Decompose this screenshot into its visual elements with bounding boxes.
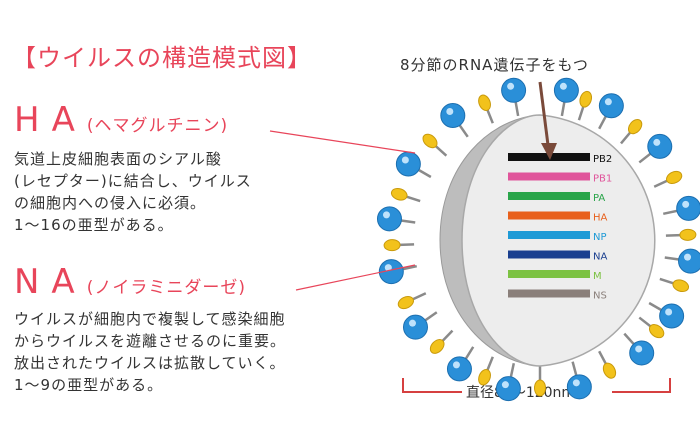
rna-segment-bar [508, 250, 590, 259]
rna-segment-label: NP [593, 232, 607, 243]
ha-spike-head [566, 374, 592, 400]
ha-spike-head [446, 356, 472, 382]
na-desc-line: 1～9の亜型がある。 [14, 376, 164, 394]
na-desc-line: からウイルスを遊離させるのに重要。 [14, 332, 287, 350]
na-spike-head [429, 339, 445, 354]
ha-desc-line: の細胞内への侵入に必須。 [14, 194, 207, 212]
rna-segment-bar [508, 289, 590, 298]
rna-segment-bar [508, 172, 590, 181]
ha-spike-highlight [559, 82, 567, 90]
na-desc-line: 放出されたウイルスは拡散していく。 [14, 354, 286, 372]
rna-segment-bar [508, 211, 590, 220]
na-heading: NA(ノイラミニダーゼ) [14, 262, 246, 302]
na-spike-head [602, 362, 617, 379]
virus-core [461, 114, 656, 367]
rna-segment-label: NA [593, 252, 607, 263]
ha-spike-highlight [682, 200, 690, 208]
na-spike-head [383, 239, 401, 252]
rna-segment-bar [508, 270, 590, 278]
ha-spike-highlight [501, 381, 509, 389]
ha-spike-highlight [401, 156, 409, 164]
ha-spike-highlight [382, 211, 390, 219]
rna-segment-label: PB1 [593, 174, 612, 185]
rna-pointer-line [538, 81, 550, 146]
ha-spike-head [678, 248, 700, 274]
na-spike-head [534, 379, 546, 397]
na-spike-head [397, 296, 414, 310]
na-spike-head [579, 90, 593, 108]
ha-spike-highlight [452, 361, 460, 369]
ha-spike-head [553, 77, 579, 103]
rna-segment-bar [508, 231, 590, 239]
na-spike-head [478, 369, 491, 386]
ha-heading: HA(ヘマグルチニン) [14, 100, 228, 140]
na-spike-head [648, 324, 665, 339]
ha-spike-head [501, 77, 527, 103]
ha-spike-head [647, 133, 673, 159]
ha-spike-head [395, 151, 421, 177]
rna-segment-label: PA [593, 193, 605, 204]
rna-segment-label: PB2 [593, 154, 612, 165]
na-spike-head [390, 187, 408, 201]
na-name: NA [14, 262, 87, 302]
ha-spike-head [440, 102, 466, 128]
na-description: ウイルスが細胞内で複製して感染細胞 からウイルスを遊離させるのに重要。 放出され… [14, 308, 286, 396]
na-spike-head [422, 133, 438, 149]
ha-spike-head [378, 259, 404, 285]
ha-description: 気道上皮細胞表面のシアル酸 (レセプター)に結合し、ウイルス の細胞内への侵入に… [14, 148, 252, 236]
ha-spike-highlight [635, 345, 643, 353]
ha-spike-highlight [384, 264, 392, 272]
na-pointer-line [295, 264, 416, 291]
page-title: 【ウイルスの構造模式図】 [12, 44, 312, 72]
rna-pointer-arrowhead [541, 143, 557, 160]
surface-spikes [376, 77, 700, 402]
na-desc-line: ウイルスが細胞内で複製して感染細胞 [14, 310, 286, 328]
ha-spike-head [376, 206, 402, 232]
diameter-bracket-right [612, 378, 671, 393]
na-spike-head [666, 170, 683, 184]
ha-spike-highlight [408, 319, 416, 327]
rna-caption: 8分節のRNA遺伝子をもつ [400, 56, 589, 74]
ha-spike-highlight [665, 308, 673, 316]
ha-spike-highlight [684, 253, 692, 261]
ha-reading: (ヘマグルチニン) [86, 116, 229, 136]
ha-spike-head [659, 303, 685, 329]
ha-name: HA [14, 100, 87, 140]
ha-spike-highlight [604, 98, 612, 106]
ha-spike-head [598, 93, 624, 119]
ha-desc-line: 1～16の亜型がある。 [14, 216, 174, 234]
ha-spike-head [629, 340, 655, 366]
ha-desc-line: 気道上皮細胞表面のシアル酸 [14, 150, 222, 168]
ha-spike-highlight [572, 379, 580, 387]
ha-spike-highlight [446, 107, 454, 115]
ha-spike-head [402, 314, 428, 340]
na-reading: (ノイラミニダーゼ) [86, 278, 246, 298]
na-spike-head [627, 119, 643, 135]
rna-segment-bar [508, 192, 590, 200]
ha-pointer-line [269, 130, 416, 154]
na-spike-head [679, 228, 697, 241]
ha-spike-highlight [653, 138, 661, 146]
ha-spike-head [676, 195, 700, 221]
diameter-bracket [402, 378, 462, 393]
rna-segment-label: HA [593, 213, 608, 224]
ha-desc-line: (レセプター)に結合し、ウイルス [14, 172, 252, 190]
rna-segment-label: M [593, 271, 602, 282]
ha-spike-head [495, 376, 521, 402]
na-spike-head [478, 94, 491, 111]
rna-segment-label: NS [593, 291, 607, 302]
ha-spike-highlight [507, 82, 515, 90]
na-spike-head [672, 279, 690, 293]
diameter-label: 直径80～120nm [466, 385, 576, 401]
